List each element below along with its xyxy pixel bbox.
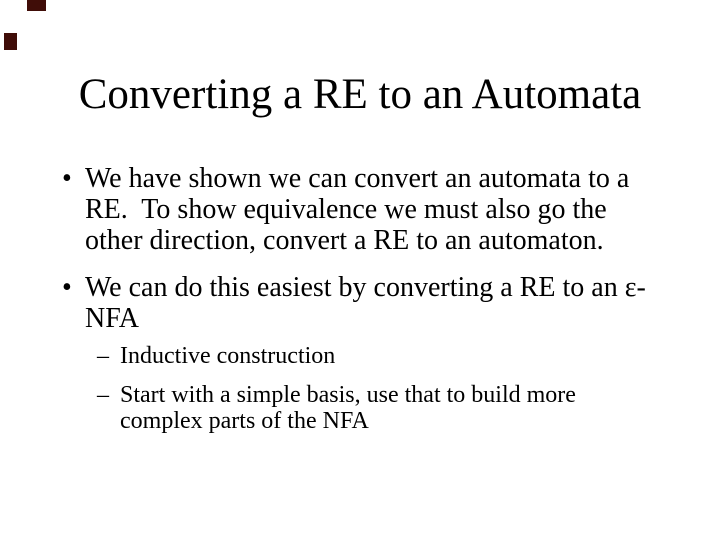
bullet-item: • We have shown we can convert an automa… <box>62 163 702 256</box>
sub-bullet-item: – Start with a simple basis, use that to… <box>97 382 702 434</box>
bullet-marker: • <box>62 163 72 194</box>
corner-artifact-top <box>27 0 46 11</box>
sub-bullet-text: Inductive construction <box>120 343 336 369</box>
dash-marker: – <box>97 382 109 408</box>
slide-body: • We have shown we can convert an automa… <box>62 163 702 434</box>
bullet-text: We have shown we can convert an automata… <box>85 163 630 256</box>
dash-marker: – <box>97 343 109 369</box>
sub-bullet-text: Start with a simple basis, use that to b… <box>120 382 576 434</box>
bullet-text: We can do this easiest by converting a R… <box>85 272 646 334</box>
slide-title: Converting a RE to an Automata <box>78 71 642 118</box>
corner-artifact-left <box>4 33 17 50</box>
sub-bullet-item: – Inductive construction <box>97 343 702 369</box>
bullet-item: • We can do this easiest by converting a… <box>62 272 702 334</box>
bullet-marker: • <box>62 272 72 303</box>
